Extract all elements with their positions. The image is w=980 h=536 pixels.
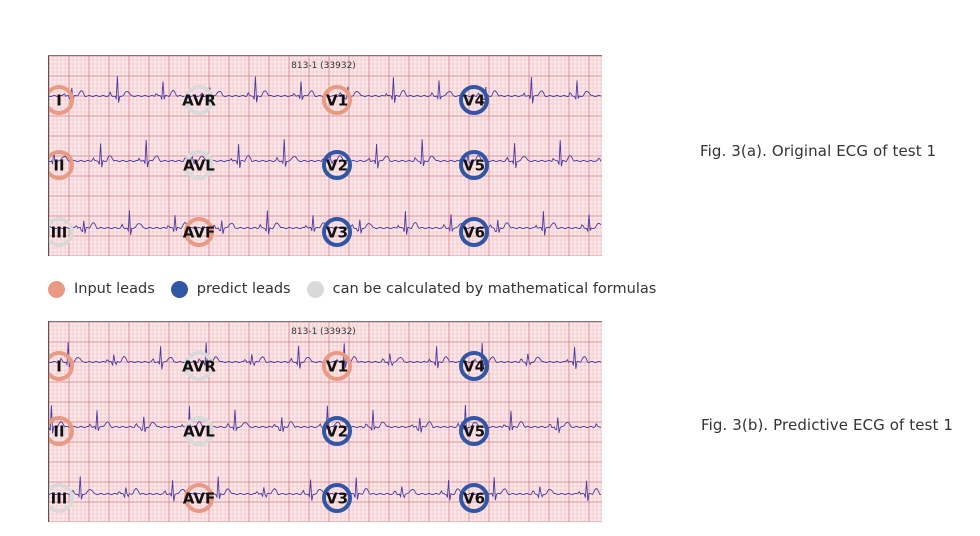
- lead-label-avr: AVR: [182, 358, 216, 376]
- lead-label-v5: V5: [463, 157, 485, 175]
- lead-label-v6: V6: [463, 224, 485, 242]
- lead-marker-v4: [459, 351, 489, 381]
- lead-marker-avr: [184, 85, 214, 115]
- lead-label-avf: AVF: [183, 224, 215, 242]
- lead-label-avl: AVL: [183, 157, 215, 175]
- lead-label-v4: V4: [463, 358, 485, 376]
- lead-marker-v1: [322, 85, 352, 115]
- lead-marker-avf: [184, 217, 214, 247]
- legend-calculated-dot: [306, 280, 324, 298]
- lead-label-avl: AVL: [183, 423, 215, 441]
- caption-original: Fig. 3(a). Original ECG of test 1: [700, 142, 937, 160]
- lead-marker-avl: [184, 150, 214, 180]
- lead-marker-avl: [184, 416, 214, 446]
- lead-marker-iii: [49, 217, 74, 247]
- lead-label-v5: V5: [463, 423, 485, 441]
- lead-marker-v3: [322, 217, 352, 247]
- ecg-header: 813-1 (33932): [291, 61, 356, 71]
- caption-predictive: Fig. 3(b). Predictive ECG of test 1: [701, 416, 953, 434]
- lead-label-iii: III: [51, 490, 68, 508]
- legend-calculated: can be calculated by mathematical formul…: [306, 280, 657, 298]
- lead-marker-i: [49, 351, 74, 381]
- lead-label-v2: V2: [326, 157, 348, 175]
- lead-label-iii: III: [51, 224, 68, 242]
- lead-label-avf: AVF: [183, 490, 215, 508]
- lead-marker-iii: [49, 483, 74, 513]
- lead-label-v1: V1: [326, 358, 348, 376]
- lead-marker-v1: [322, 351, 352, 381]
- lead-label-i: I: [56, 358, 62, 376]
- lead-marker-v4: [459, 85, 489, 115]
- lead-label-v4: V4: [463, 92, 485, 110]
- lead-marker-v6: [459, 217, 489, 247]
- legend-predict-dot: [170, 280, 188, 298]
- legend-predict-label: predict leads: [196, 281, 291, 297]
- legend-input-dot: [48, 280, 65, 298]
- lead-label-v1: V1: [326, 92, 348, 110]
- legend-input-label: Input leads: [74, 281, 155, 297]
- lead-marker-avf: [184, 483, 214, 513]
- lead-marker-ii: [49, 150, 74, 180]
- ecg-header: 813-1 (33932): [291, 327, 356, 337]
- lead-label-ii: II: [53, 423, 64, 441]
- lead-label-v3: V3: [326, 490, 348, 508]
- lead-label-v3: V3: [326, 224, 348, 242]
- legend-input: Input leads: [48, 280, 155, 298]
- lead-marker-v3: [322, 483, 352, 513]
- lead-marker-avr: [184, 351, 214, 381]
- lead-marker-ii: [49, 416, 74, 446]
- lead-label-v6: V6: [463, 490, 485, 508]
- lead-marker-v5: [459, 150, 489, 180]
- lead-label-i: I: [56, 92, 62, 110]
- lead-marker-v2: [322, 416, 352, 446]
- lead-label-avr: AVR: [182, 92, 216, 110]
- lead-legend: Input leads predict leads can be calcula…: [48, 278, 672, 300]
- lead-label-v2: V2: [326, 423, 348, 441]
- legend-predict: predict leads: [170, 280, 291, 298]
- lead-label-ii: II: [53, 157, 64, 175]
- lead-marker-v2: [322, 150, 352, 180]
- lead-marker-v6: [459, 483, 489, 513]
- lead-marker-i: [49, 85, 74, 115]
- lead-marker-v5: [459, 416, 489, 446]
- legend-calculated-label: can be calculated by mathematical formul…: [332, 281, 657, 297]
